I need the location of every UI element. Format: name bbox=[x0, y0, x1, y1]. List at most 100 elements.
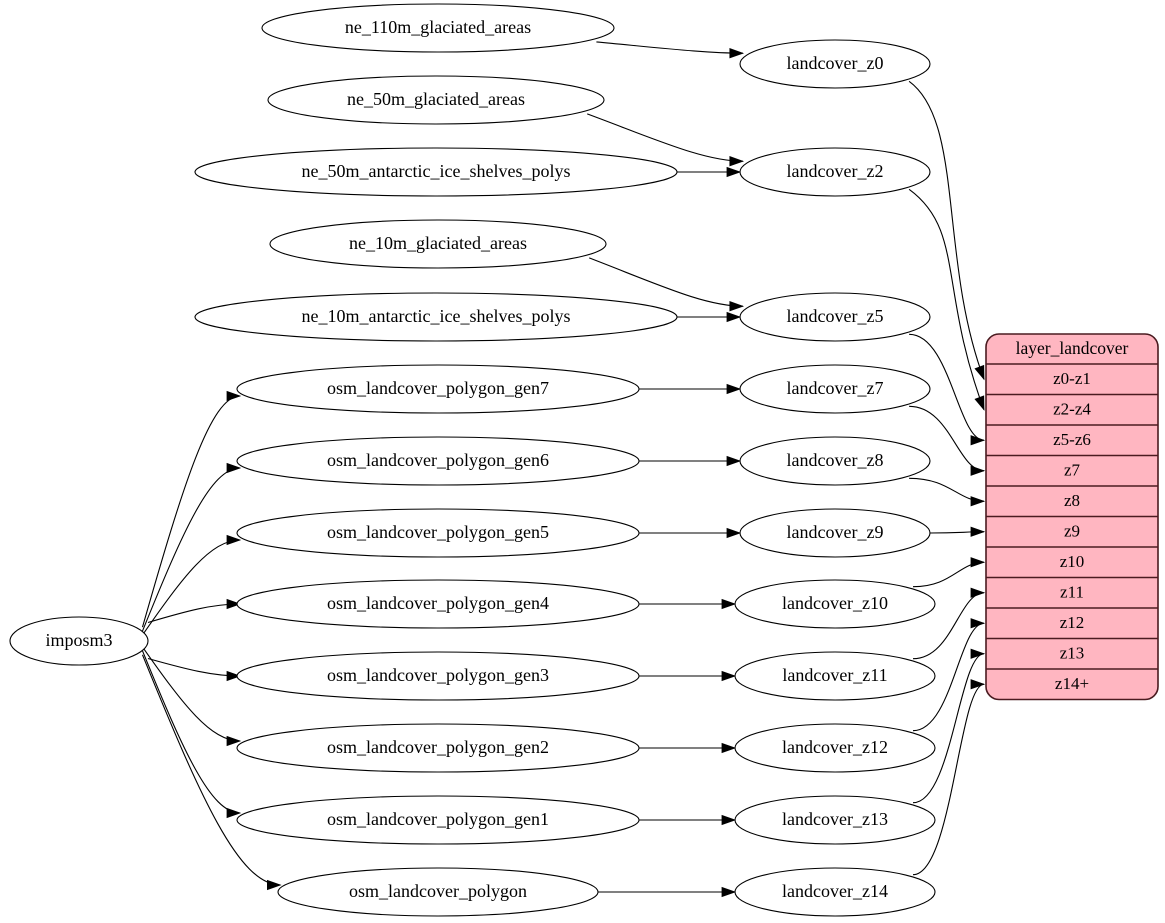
nodes-layer: ne_110m_glaciated_areas ne_50m_glaciated_… bbox=[9, 3, 936, 917]
edge bbox=[912, 622, 985, 732]
node-label: landcover_z9 bbox=[787, 522, 884, 542]
edge-arrowhead bbox=[729, 156, 745, 167]
node-ellipse bbox=[236, 436, 640, 486]
edge-arrowhead bbox=[970, 557, 986, 568]
graph-node-landcover_z7[interactable]: landcover_z7 bbox=[739, 364, 931, 414]
node-ellipse bbox=[739, 292, 931, 342]
graph-node-osm_landcover_polygon[interactable]: osm_landcover_polygon bbox=[277, 867, 599, 917]
edge-arrowhead bbox=[970, 679, 986, 690]
graph-node-ne_50m_antarctic_ice_shelves_polys[interactable]: ne_50m_antarctic_ice_shelves_polys bbox=[194, 147, 678, 197]
graph-node-osm_landcover_polygon_gen1[interactable]: osm_landcover_polygon_gen1 bbox=[236, 795, 640, 845]
edge-arrowhead bbox=[726, 166, 742, 178]
node-label: osm_landcover_polygon bbox=[349, 881, 527, 901]
node-label: imposm3 bbox=[45, 630, 112, 650]
table-row[interactable]: z14+ bbox=[986, 669, 1158, 700]
graph-node-ne_110m_glaciated_areas[interactable]: ne_110m_glaciated_areas bbox=[261, 3, 615, 53]
table-row[interactable]: z8 bbox=[986, 486, 1158, 517]
node-ellipse bbox=[236, 651, 640, 701]
node-ellipse bbox=[739, 39, 931, 89]
graph-node-landcover_z11[interactable]: landcover_z11 bbox=[734, 651, 936, 701]
table-row-label: z5-z6 bbox=[1053, 430, 1091, 449]
node-label: osm_landcover_polygon_gen6 bbox=[327, 450, 549, 470]
layer-table[interactable]: layer_landcover z0-z1 z2-z4 z5-z6 z7 z8 z9 z10 z… bbox=[985, 333, 1159, 701]
table-row[interactable]: z2-z4 bbox=[986, 395, 1158, 426]
graph-node-osm_landcover_polygon_gen7[interactable]: osm_landcover_polygon_gen7 bbox=[236, 364, 640, 414]
graph-node-landcover_z10[interactable]: landcover_z10 bbox=[734, 579, 936, 629]
table-row-label: z7 bbox=[1064, 461, 1081, 480]
edge-arrowhead bbox=[970, 587, 986, 598]
graph-node-landcover_z8[interactable]: landcover_z8 bbox=[739, 436, 931, 486]
edge-arrowhead bbox=[721, 814, 737, 826]
node-ellipse bbox=[734, 795, 936, 845]
table-row[interactable]: z13 bbox=[986, 639, 1158, 670]
edge bbox=[147, 603, 241, 624]
node-ellipse bbox=[267, 75, 605, 125]
node-ellipse bbox=[194, 292, 678, 342]
edge-arrowhead bbox=[266, 879, 282, 891]
graph-node-osm_landcover_polygon_gen3[interactable]: osm_landcover_polygon_gen3 bbox=[236, 651, 640, 701]
graph-node-osm_landcover_polygon_gen5[interactable]: osm_landcover_polygon_gen5 bbox=[236, 508, 640, 558]
edges-layer bbox=[141, 41, 986, 898]
node-label: osm_landcover_polygon_gen7 bbox=[327, 378, 549, 398]
table-row-label: z9 bbox=[1064, 522, 1080, 541]
table-row[interactable]: z7 bbox=[986, 456, 1158, 487]
node-ellipse bbox=[739, 147, 931, 197]
edge bbox=[596, 41, 743, 54]
graph-node-landcover_z13[interactable]: landcover_z13 bbox=[734, 795, 936, 845]
node-ellipse bbox=[236, 508, 640, 558]
edge-arrowhead bbox=[970, 526, 986, 537]
node-label: landcover_z11 bbox=[782, 665, 887, 685]
table-row[interactable]: z5-z6 bbox=[986, 425, 1158, 456]
node-label: landcover_z10 bbox=[782, 593, 888, 613]
node-ellipse bbox=[236, 579, 640, 629]
node-label: landcover_z13 bbox=[782, 809, 888, 829]
edge-arrowhead bbox=[974, 364, 985, 381]
edge-arrowhead bbox=[226, 462, 242, 474]
node-label: ne_50m_antarctic_ice_shelves_polys bbox=[302, 161, 571, 181]
node-label: osm_landcover_polygon_gen2 bbox=[327, 737, 549, 757]
table-row[interactable]: z9 bbox=[986, 517, 1158, 548]
edge-arrowhead bbox=[226, 807, 242, 819]
edge-arrowhead bbox=[726, 311, 742, 323]
graph-node-osm_landcover_polygon_gen6[interactable]: osm_landcover_polygon_gen6 bbox=[236, 436, 640, 486]
table-row-label: z2-z4 bbox=[1053, 400, 1091, 419]
graph-node-landcover_z14[interactable]: landcover_z14 bbox=[734, 867, 936, 917]
graph-node-ne_10m_antarctic_ice_shelves_polys[interactable]: ne_10m_antarctic_ice_shelves_polys bbox=[194, 292, 678, 342]
graph-node-ne_10m_glaciated_areas[interactable]: ne_10m_glaciated_areas bbox=[269, 219, 607, 269]
table-row-label: z13 bbox=[1060, 644, 1085, 663]
graph-node-landcover_z9[interactable]: landcover_z9 bbox=[739, 508, 931, 558]
graph-node-landcover_z2[interactable]: landcover_z2 bbox=[739, 147, 931, 197]
table-row[interactable]: z11 bbox=[986, 578, 1158, 609]
edge-arrowhead bbox=[226, 598, 242, 610]
edge bbox=[141, 467, 241, 632]
graph-node-osm_landcover_polygon_gen4[interactable]: osm_landcover_polygon_gen4 bbox=[236, 579, 640, 629]
table-row[interactable]: z0-z1 bbox=[986, 364, 1158, 395]
table-header-label: layer_landcover bbox=[1016, 338, 1129, 358]
node-label: landcover_z7 bbox=[787, 378, 884, 398]
table-row[interactable]: z10 bbox=[986, 547, 1158, 578]
edge-arrowhead bbox=[226, 735, 242, 747]
graph-node-landcover_z12[interactable]: landcover_z12 bbox=[734, 723, 936, 773]
graph-node-landcover_z5[interactable]: landcover_z5 bbox=[739, 292, 931, 342]
table-row[interactable]: z12 bbox=[986, 608, 1158, 639]
node-ellipse bbox=[739, 508, 931, 558]
graph-node-ne_50m_glaciated_areas[interactable]: ne_50m_glaciated_areas bbox=[267, 75, 605, 125]
node-label: ne_110m_glaciated_areas bbox=[345, 17, 531, 37]
edge bbox=[589, 257, 743, 307]
table-row-label: z12 bbox=[1060, 613, 1085, 632]
node-label: landcover_z5 bbox=[787, 306, 884, 326]
node-label: landcover_z0 bbox=[787, 53, 884, 73]
graph-node-imposm3[interactable]: imposm3 bbox=[9, 616, 149, 666]
node-ellipse bbox=[269, 219, 607, 269]
edge bbox=[908, 188, 985, 410]
graph-node-osm_landcover_polygon_gen2[interactable]: osm_landcover_polygon_gen2 bbox=[236, 723, 640, 773]
node-ellipse bbox=[194, 147, 678, 197]
graph-node-landcover_z0[interactable]: landcover_z0 bbox=[739, 39, 931, 89]
edge-arrowhead bbox=[974, 395, 985, 411]
edge bbox=[912, 653, 985, 804]
node-label: osm_landcover_polygon_gen3 bbox=[327, 665, 549, 685]
node-ellipse bbox=[734, 867, 936, 917]
edge-arrowhead bbox=[970, 648, 986, 659]
table-row-label: z10 bbox=[1060, 552, 1085, 571]
